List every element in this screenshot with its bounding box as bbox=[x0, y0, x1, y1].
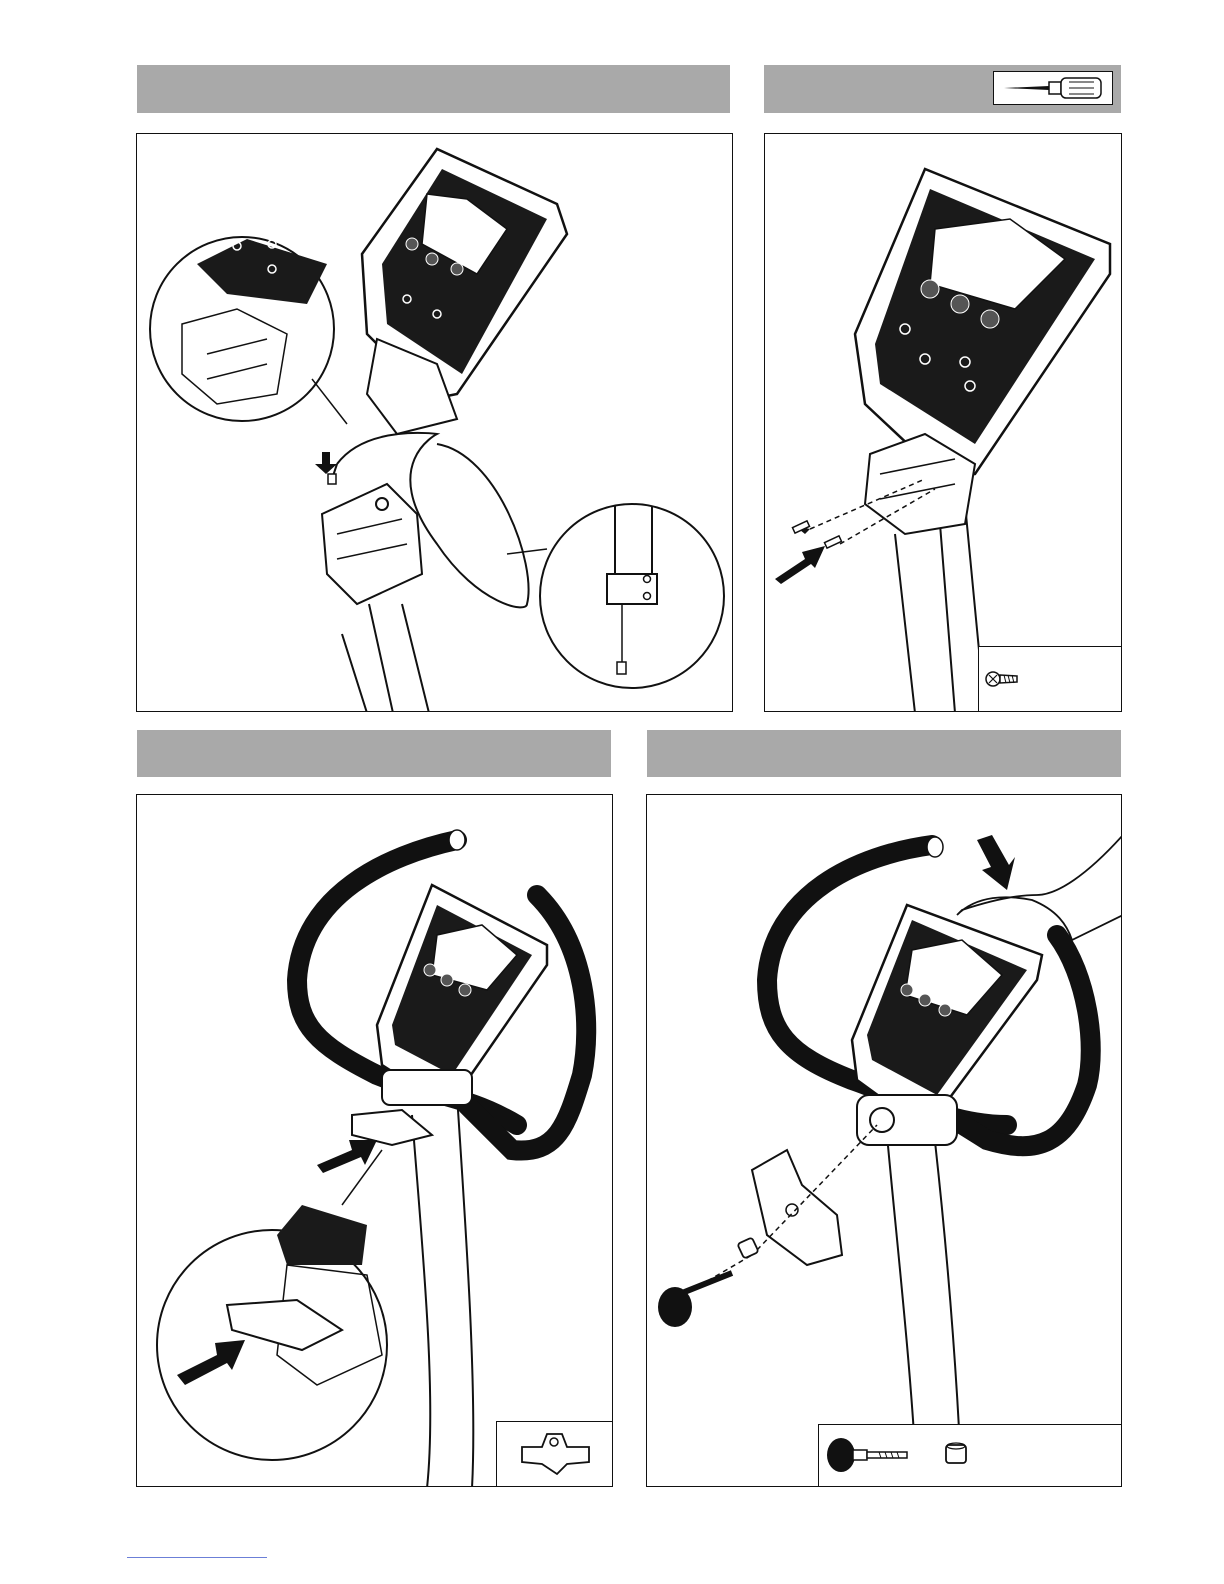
parts-knob-spacer bbox=[819, 1425, 1121, 1486]
screwdriver-icon bbox=[994, 72, 1112, 104]
console-icon bbox=[377, 885, 547, 1100]
magnify-detail-connector bbox=[540, 504, 724, 688]
illustration-fix-console bbox=[765, 134, 1122, 712]
knob-bolt-icon bbox=[827, 1438, 907, 1472]
console-icon bbox=[855, 169, 1110, 479]
screw-icon bbox=[979, 647, 1121, 711]
illustration-attach-clamp bbox=[137, 795, 613, 1487]
footer-link-line bbox=[127, 1557, 267, 1558]
parts-box-screw bbox=[978, 646, 1122, 712]
clamp-bracket-icon bbox=[497, 1422, 612, 1486]
parts-box-clamp bbox=[496, 1421, 613, 1487]
parts-box-knob-spacer bbox=[818, 1424, 1122, 1487]
step-header-bar-4 bbox=[647, 730, 1121, 777]
spacer-icon bbox=[946, 1443, 966, 1463]
arrow-push-icon bbox=[775, 546, 825, 584]
step-header-bar-1 bbox=[137, 65, 730, 113]
arrow-down-icon bbox=[977, 835, 1015, 890]
step-panel-mount-handlebar bbox=[646, 794, 1122, 1487]
step-header-bar-3 bbox=[137, 730, 611, 777]
magnify-detail-bracket bbox=[150, 237, 334, 421]
console-icon bbox=[362, 149, 567, 434]
hand-icon bbox=[957, 835, 1122, 940]
arrow-down-icon bbox=[315, 452, 337, 474]
console-icon bbox=[852, 905, 1042, 1120]
step-panel-attach-clamp bbox=[136, 794, 613, 1487]
step-panel-connect-cable bbox=[136, 133, 733, 712]
magnify-detail-clamp bbox=[157, 1205, 387, 1460]
step-panel-fix-console bbox=[764, 133, 1122, 712]
illustration-mount-handlebar bbox=[647, 795, 1122, 1487]
tool-box-screwdriver bbox=[993, 71, 1113, 105]
illustration-connect-cable bbox=[137, 134, 733, 712]
